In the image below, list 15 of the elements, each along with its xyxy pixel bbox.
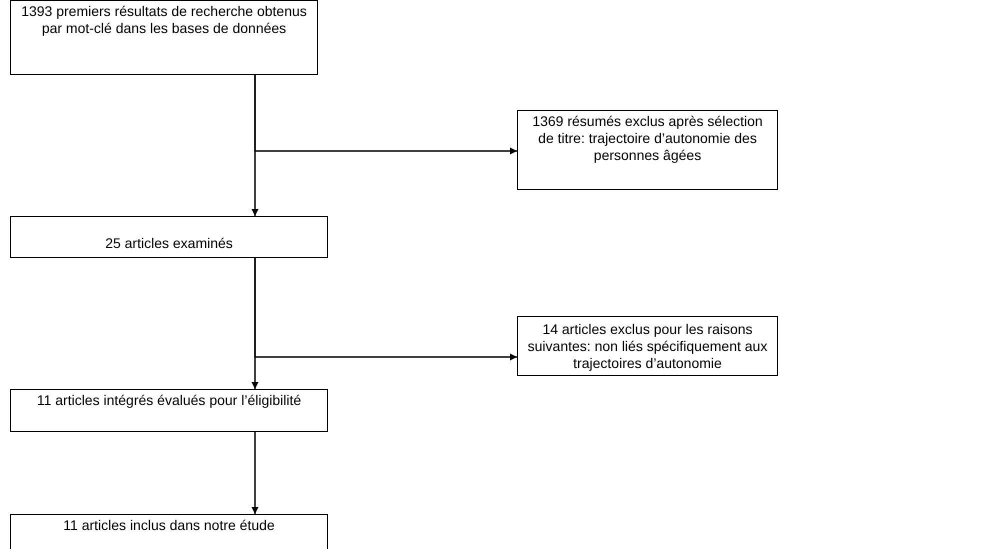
box-text: 1369 résumés exclus après sélection de titre: trajectoire d’autonomie des personnes âgées xyxy=(531,113,764,164)
arrow xyxy=(252,432,258,514)
process-box xyxy=(517,110,778,190)
box-text: 25 articles examinés xyxy=(104,235,234,252)
process-box xyxy=(10,514,328,549)
box-text: 14 articles exclus pour les raisons suivantes: non liés spécifiquement aux trajectoires d’autonomie xyxy=(526,321,768,372)
process-box xyxy=(517,316,778,376)
arrow xyxy=(252,258,258,389)
process-box xyxy=(10,216,328,258)
process-box xyxy=(10,0,318,75)
process-box xyxy=(10,389,328,432)
box-text: 11 articles inclus dans notre étude xyxy=(62,517,276,534)
box-text: 11 articles intégrés évalués pour l’éligibilité xyxy=(36,392,302,409)
arrow xyxy=(252,75,258,216)
box-text: 1393 premiers résultats de recherche obtenus par mot-clé dans les bases de données xyxy=(20,3,308,37)
